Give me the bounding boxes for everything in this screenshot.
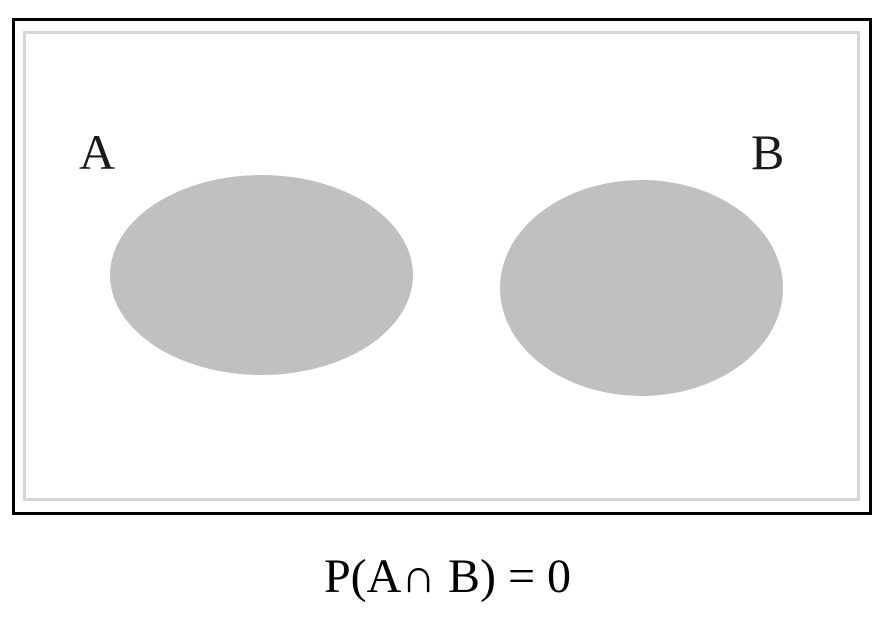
set-a-ellipse [110, 175, 413, 375]
set-a-label: A [79, 124, 116, 180]
sample-space-frame: A B [12, 18, 872, 515]
set-b-ellipse [500, 180, 783, 396]
sample-space-inner-border: A B [23, 31, 860, 501]
set-b-label: B [751, 124, 785, 180]
probability-formula: P(A∩ B) = 0 [323, 550, 572, 603]
